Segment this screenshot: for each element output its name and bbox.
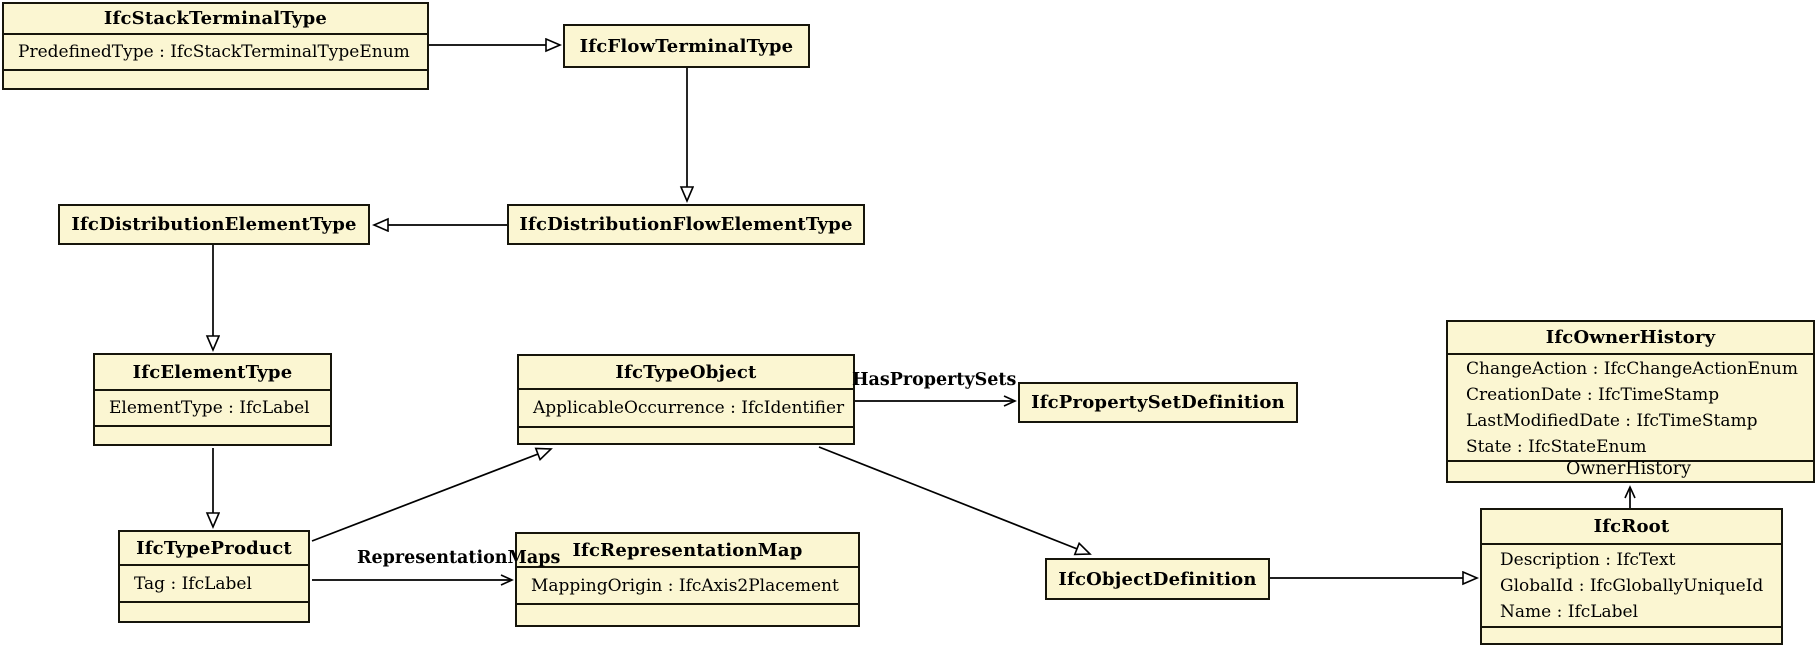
class-empty-compartment: [1448, 460, 1813, 481]
class-box-ifc-root[interactable]: IfcRoot Description : IfcText GlobalId :…: [1480, 508, 1783, 645]
class-box-ifc-type-product[interactable]: IfcTypeProduct Tag : IfcLabel: [118, 530, 310, 623]
class-box-ifc-flow-terminal-type[interactable]: IfcFlowTerminalType: [563, 24, 810, 68]
class-attribute: GlobalId : IfcGloballyUniqueId: [1500, 575, 1764, 596]
class-empty-compartment: [95, 425, 330, 444]
class-title: IfcDistributionElementType: [71, 214, 357, 235]
class-attribute: State : IfcStateEnum: [1466, 436, 1647, 457]
class-box-ifc-representation-map[interactable]: IfcRepresentationMap MappingOrigin : Ifc…: [515, 532, 860, 627]
class-box-ifc-owner-history[interactable]: IfcOwnerHistory ChangeAction : IfcChange…: [1446, 320, 1815, 483]
class-attribute: ChangeAction : IfcChangeActionEnum: [1466, 358, 1798, 379]
class-box-ifc-distribution-flow-element-type[interactable]: IfcDistributionFlowElementType: [507, 204, 865, 245]
class-box-ifc-stack-terminal-type[interactable]: IfcStackTerminalType PredefinedType : If…: [2, 2, 429, 90]
class-title: IfcRepresentationMap: [572, 539, 803, 561]
class-box-ifc-element-type[interactable]: IfcElementType ElementType : IfcLabel: [93, 353, 332, 446]
class-box-ifc-type-object[interactable]: IfcTypeObject ApplicableOccurrence : Ifc…: [517, 354, 855, 445]
class-box-ifc-object-definition[interactable]: IfcObjectDefinition: [1045, 558, 1270, 600]
class-attribute: Tag : IfcLabel: [134, 573, 252, 594]
class-title: IfcOwnerHistory: [1545, 327, 1716, 348]
class-attribute: PredefinedType : IfcStackTerminalTypeEnu…: [18, 42, 410, 62]
class-attribute: ElementType : IfcLabel: [109, 398, 310, 418]
class-empty-compartment: [1482, 626, 1781, 643]
class-empty-compartment: [519, 426, 853, 443]
class-title: IfcTypeProduct: [136, 537, 292, 559]
class-box-ifc-distribution-element-type[interactable]: IfcDistributionElementType: [58, 204, 370, 245]
class-title: IfcFlowTerminalType: [579, 35, 794, 57]
class-attribute: ApplicableOccurrence : IfcIdentifier: [533, 398, 845, 418]
edge-label-ownerhistory: OwnerHistory: [1566, 459, 1691, 479]
class-title: IfcObjectDefinition: [1058, 568, 1257, 590]
class-attribute: Description : IfcText: [1500, 549, 1676, 570]
class-attribute: LastModifiedDate : IfcTimeStamp: [1466, 410, 1758, 431]
class-attribute: MappingOrigin : IfcAxis2Placement: [531, 575, 839, 596]
class-empty-compartment: [120, 601, 308, 621]
class-title: IfcTypeObject: [615, 361, 757, 383]
class-title: IfcPropertySetDefinition: [1031, 392, 1285, 413]
class-title: IfcDistributionFlowElementType: [519, 214, 853, 235]
edge-label-haspropertysets: HasPropertySets: [852, 370, 1017, 390]
class-title: IfcStackTerminalType: [103, 8, 328, 29]
class-title: IfcElementType: [132, 361, 293, 383]
edge-typeproduct-to-typeobject: [311, 449, 551, 542]
class-empty-compartment: [517, 603, 858, 625]
class-attribute: Name : IfcLabel: [1500, 601, 1639, 622]
edge-label-representationmaps: RepresentationMaps: [357, 548, 561, 568]
class-title: IfcRoot: [1593, 516, 1670, 537]
class-box-ifc-property-set-definition[interactable]: IfcPropertySetDefinition: [1018, 382, 1298, 423]
class-attribute: CreationDate : IfcTimeStamp: [1466, 384, 1720, 405]
class-empty-compartment: [4, 69, 427, 88]
